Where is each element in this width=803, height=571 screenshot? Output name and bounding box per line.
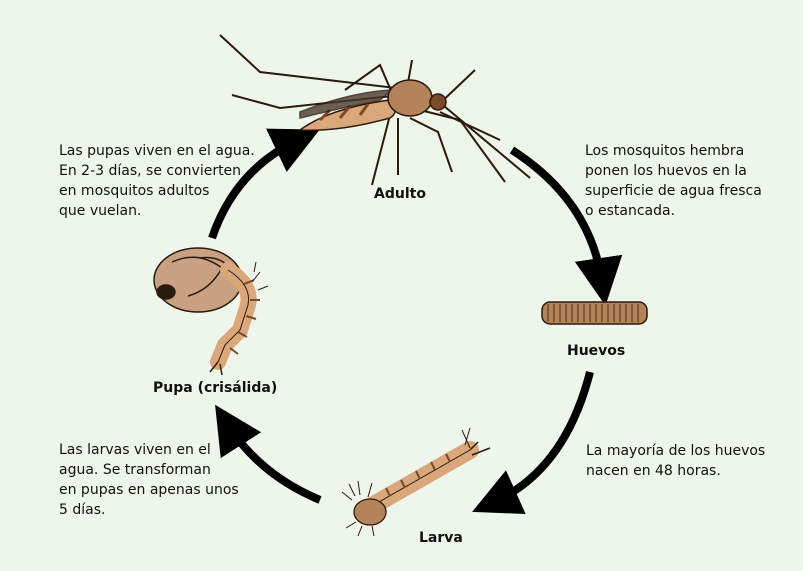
arrow-larva-to-pupa <box>215 404 322 504</box>
arrow-eggs-to-larva <box>472 371 594 515</box>
pupa-icon <box>153 247 269 376</box>
description-eggs: La mayoría de los huevos nacen en 48 hor… <box>586 443 766 479</box>
description-pupa: Las pupas viven en el agua. En 2-3 días,… <box>59 143 255 219</box>
stage-label-eggs: Huevos <box>567 343 626 359</box>
description-adult: Los mosquitos hembra ponen los huevos en… <box>585 143 762 219</box>
mosquito-adult-icon <box>219 34 531 186</box>
arrow-adult-to-eggs <box>509 146 623 306</box>
arrow-pupa-to-adult <box>208 128 320 240</box>
stage-label-pupa: Pupa (crisálida) <box>153 380 278 396</box>
stage-label-larva: Larva <box>419 530 463 546</box>
description-larva: Las larvas viven en el agua. Se transfor… <box>59 442 239 518</box>
larva-icon <box>341 427 491 537</box>
egg-raft-icon <box>541 301 648 325</box>
stage-label-adult: Adulto <box>374 186 426 202</box>
